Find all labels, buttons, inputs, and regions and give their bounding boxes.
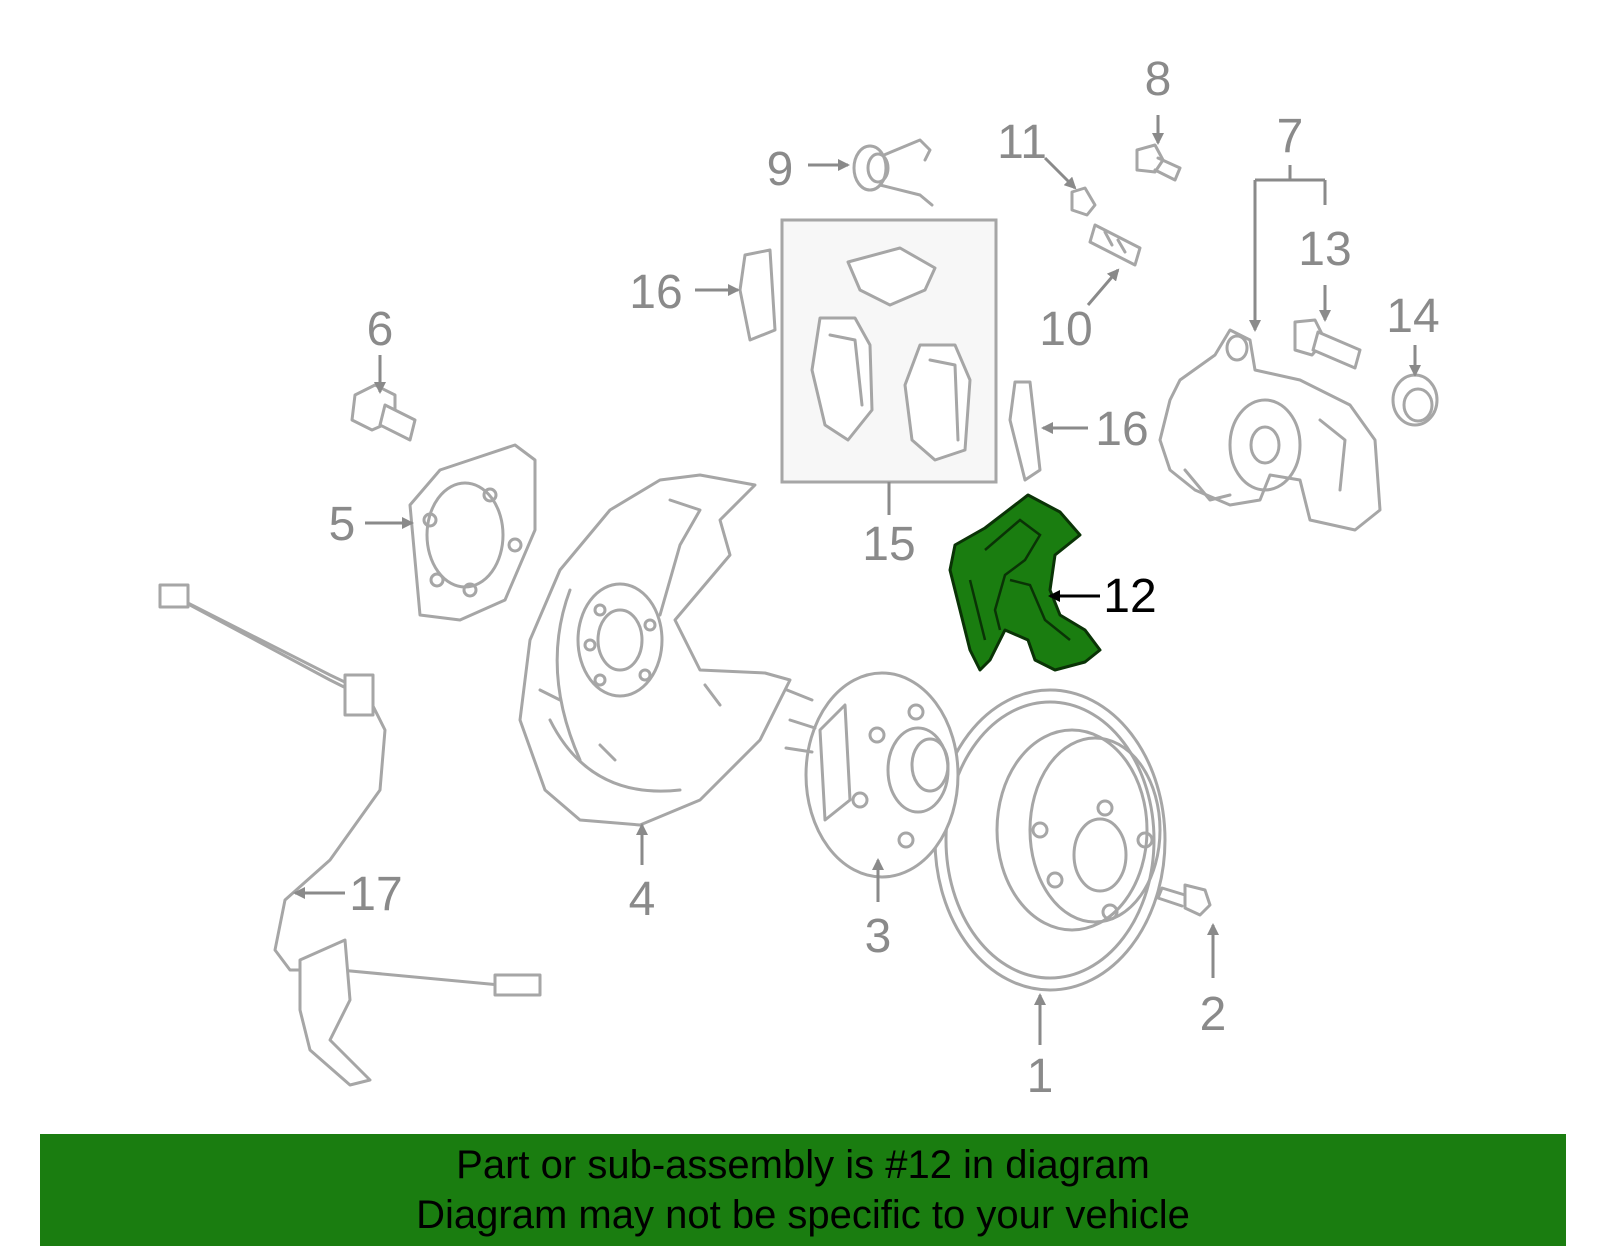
rotor-screw [1156,883,1212,917]
callout-10: 10 [1039,303,1092,356]
callout-16a: 16 [629,266,682,319]
callout-13: 13 [1298,223,1351,276]
bushing [1391,373,1439,427]
callout-4: 4 [629,873,656,926]
brake-hose [158,583,542,1087]
leader-10 [1086,268,1120,306]
callout-15: 15 [862,518,915,571]
callout-6: 6 [367,303,394,356]
pad-shim-left [738,248,777,342]
callout-8: 8 [1145,53,1172,106]
callout-16b: 16 [1095,403,1148,456]
backing-plate [408,443,537,622]
callout-5: 5 [329,498,356,551]
callout-2: 2 [1200,988,1227,1041]
anti-rattle-spring [852,138,934,207]
pad-shim-right [1008,380,1042,482]
footer-line-1: Part or sub-assembly is #12 in diagram [456,1143,1150,1187]
guide-pin-bolt [1293,318,1362,370]
bleeder-cap [1070,186,1097,217]
brake-rotor [933,688,1167,992]
brake-caliper [1158,328,1382,532]
hex-bolt-6 [350,383,417,442]
brake-pad-kit [780,218,998,484]
bolt-8 [1135,143,1182,182]
callout-11: 11 [997,116,1047,169]
callout-12: 12 [1103,570,1156,623]
caliper-support-bracket [948,493,1102,672]
footer-line-2: Diagram may not be specific to your vehi… [416,1193,1190,1237]
wheel-hub [780,671,960,879]
callout-7: 7 [1277,110,1304,163]
callout-1: 1 [1027,1050,1054,1103]
leader-11 [1043,156,1077,190]
footer-banner: Part or sub-assembly is #12 in diagram D… [40,1134,1566,1246]
callout-9: 9 [767,143,794,196]
callout-14: 14 [1386,290,1439,343]
callout-3: 3 [865,910,892,963]
wear-sensor [1088,223,1142,267]
dust-shield [518,473,792,827]
callout-17: 17 [349,868,402,921]
